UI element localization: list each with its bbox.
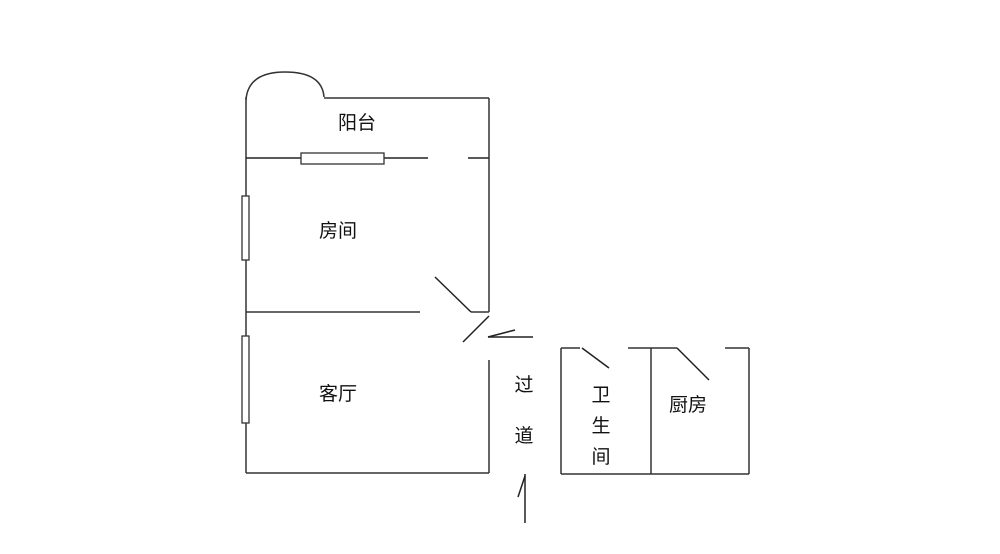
balcony-window — [300, 152, 385, 165]
balcony-label: 阳台 — [338, 112, 376, 134]
corridor-label-1: 过 — [514, 374, 533, 396]
bathroom-label-2: 生 — [591, 415, 610, 437]
bathroom-door — [581, 347, 610, 369]
corridor-label-2: 道 — [514, 425, 533, 447]
corridor-arrow-head — [517, 475, 526, 498]
kitchen-door — [676, 347, 710, 381]
bedroom-label: 房间 — [319, 220, 357, 242]
bathroom-label-1: 卫 — [591, 384, 610, 406]
balcony-bay-arc — [245, 71, 325, 101]
bathroom-label-3: 间 — [591, 446, 610, 468]
kitchen-label: 厨房 — [669, 394, 707, 416]
bedroom-door — [434, 276, 472, 313]
living-room-label: 客厅 — [319, 383, 357, 405]
living-room-window — [241, 335, 250, 424]
bedroom-window — [241, 195, 250, 261]
entry-arrow-head — [487, 329, 516, 338]
living-room-door — [462, 315, 490, 343]
